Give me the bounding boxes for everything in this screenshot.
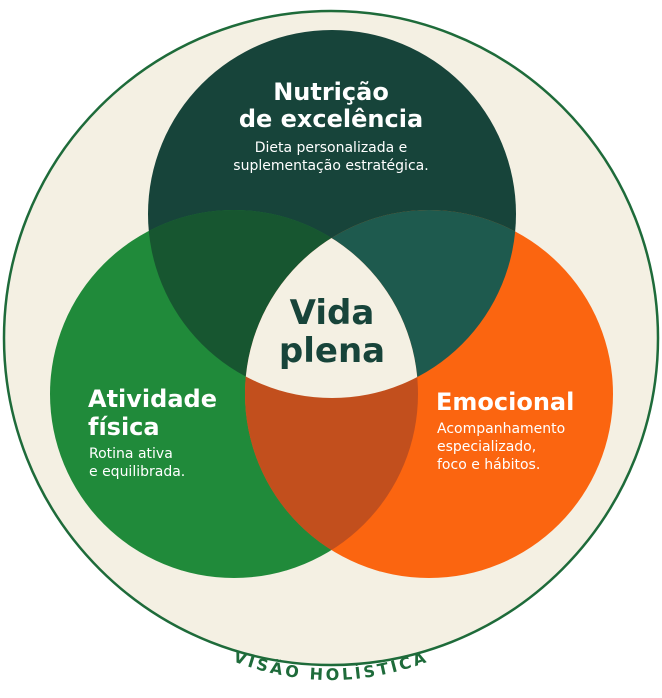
nutrition-desc-line1: Dieta personalizada e <box>255 140 408 156</box>
emotional-desc-line2: especializado, <box>437 439 536 455</box>
center-label-line2: plena <box>279 331 385 371</box>
nutrition-title-line2: de excelência <box>239 105 423 133</box>
activity-title-line1: Atividade <box>88 385 217 413</box>
nutrition-desc-line2: suplementação estratégica. <box>233 158 428 174</box>
center-overlap <box>245 210 418 398</box>
center-label-line1: Vida <box>290 293 375 333</box>
nutrition-title-line1: Nutrição <box>273 78 389 106</box>
emotional-desc-line3: foco e hábitos. <box>437 457 540 473</box>
emotional-title: Emocional <box>436 388 574 416</box>
activity-desc-line1: Rotina ativa <box>89 446 173 462</box>
activity-desc-line2: e equilibrada. <box>89 464 185 480</box>
activity-title-line2: física <box>88 413 160 441</box>
emotional-desc-line1: Acompanhamento <box>437 421 565 437</box>
